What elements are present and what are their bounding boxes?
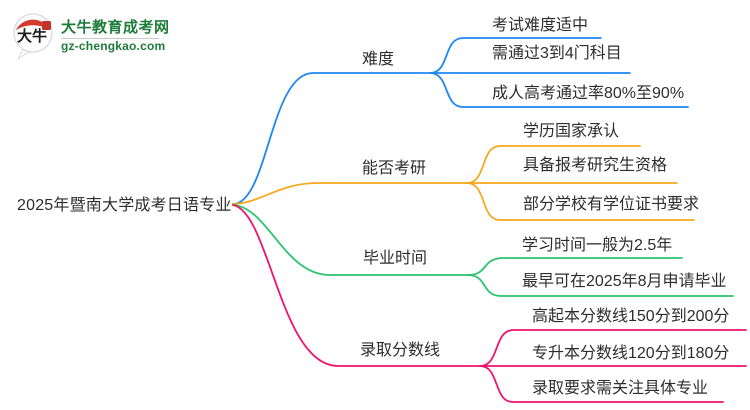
leaf-node: 学历国家承认	[523, 123, 620, 140]
leaf-node: 需通过3到4门科目	[492, 45, 622, 62]
branch-label-difficulty: 难度	[362, 51, 395, 68]
logo-domain: gz-chengkao.com	[61, 39, 166, 53]
logo-title: 大牛教育成考网	[61, 19, 170, 36]
branch-lines-postgrad	[232, 145, 695, 221]
leaf-node: 专升本分数线120分到180分	[532, 345, 730, 362]
branch-label-postgrad: 能否考研	[362, 160, 427, 177]
logo-bull-icon: 大牛	[13, 13, 53, 60]
leaf-node: 考试难度适中	[492, 17, 589, 34]
site-logo[interactable]: 大牛 大牛教育成考网 gz-chengkao.com	[11, 10, 170, 60]
leaf-node: 学习时间一般为2.5年	[522, 237, 673, 254]
logo-icon-text: 大牛	[17, 27, 47, 45]
leaf-node: 具备报考研究生资格	[523, 157, 668, 174]
leaf-node: 成人高考通过率80%至90%	[492, 85, 685, 102]
mindmap-root-node: 2025年暨南大学成考日语专业	[17, 197, 232, 214]
logo-divider	[61, 38, 159, 39]
branch-lines-difficulty	[232, 37, 689, 205]
branch-label-graduation: 毕业时间	[363, 250, 428, 267]
leaf-node: 部分学校有学位证书要求	[523, 196, 700, 213]
leaf-node: 高起本分数线150分到200分	[532, 308, 730, 325]
branch-label-admission-score: 录取分数线	[360, 342, 441, 359]
leaf-node: 录取要求需关注具体专业	[532, 380, 709, 397]
branch-lines-graduation	[232, 204, 734, 297]
branch-lines-admission-score	[232, 204, 747, 403]
leaf-node: 最早可在2025年8月申请毕业	[522, 273, 727, 290]
